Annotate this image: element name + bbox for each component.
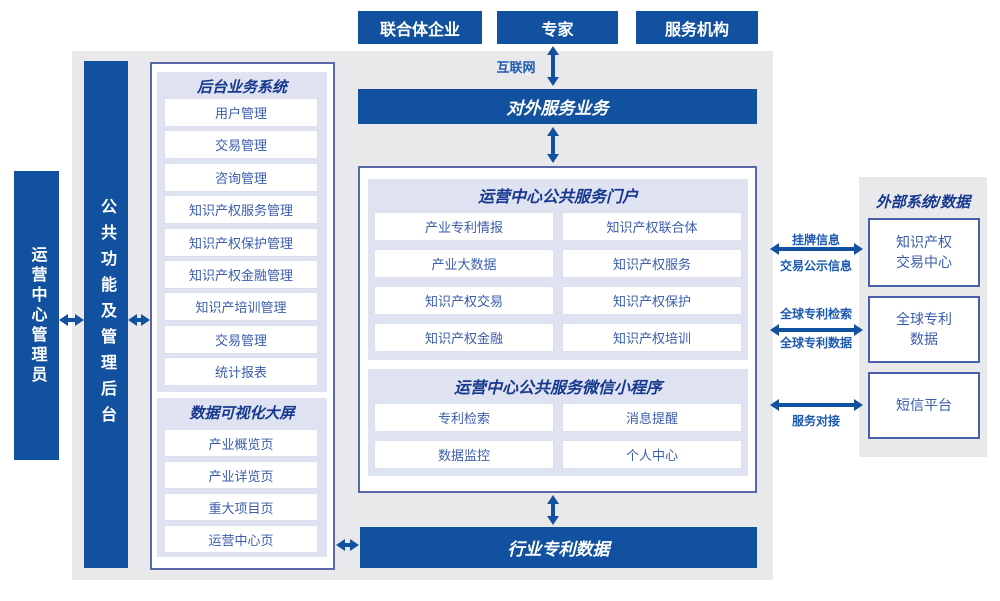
external-system-line: 全球专利: [896, 310, 952, 327]
portal-item: 知识产权联合体: [562, 212, 742, 241]
double-arrow-dashboard-data-icon: [345, 543, 350, 547]
actor-service-agency: 服务机构: [636, 11, 758, 44]
external-systems-title: 外部系统/数据: [875, 194, 971, 211]
portal-item: 知识产权培训: [562, 323, 742, 352]
backend-item: 交易管理: [164, 325, 318, 354]
miniprogram-item: 数据监控: [374, 440, 554, 469]
portal-item: 知识产权保护: [562, 286, 742, 315]
backend-item: 咨询管理: [164, 163, 318, 192]
external-system-line: 知识产权: [896, 233, 952, 250]
external-system-line: 数据: [910, 330, 938, 347]
industry-patent-data-banner: 行业专利数据: [360, 527, 757, 568]
link-label-listing-info: 挂牌信息: [791, 233, 840, 247]
portal-item: 知识产权服务: [562, 249, 742, 278]
dashboard-item: 产业详览页: [164, 461, 318, 489]
internet-label: 互联网: [496, 60, 536, 75]
actor-expert: 专家: [497, 11, 618, 44]
dashboard-item: 运营中心页: [164, 525, 318, 553]
link-label-global-patent-data: 全球专利数据: [779, 336, 852, 350]
portal-title: 运营中心公共服务门户: [477, 189, 638, 206]
double-arrow-admin-backend-icon: [68, 318, 75, 322]
double-arrow-portal-data-icon: [551, 504, 555, 516]
link-label-global-patent-search: 全球专利检索: [779, 307, 852, 321]
dashboard-item: 产业概览页: [164, 429, 318, 457]
backend-item: 统计报表: [164, 357, 318, 386]
miniprogram-item: 消息提醒: [562, 403, 742, 432]
portal-item: 知识产权交易: [374, 286, 554, 315]
double-arrow-global-patent-icon: [779, 328, 854, 332]
double-arrow-ip-trade-icon: [779, 247, 854, 251]
portal-item: 知识产权金融: [374, 323, 554, 352]
admin-bar: 运营中心管理员: [14, 171, 59, 460]
backend-system-title: 后台业务系统: [196, 79, 287, 96]
dashboard-item: 重大项目页: [164, 493, 318, 521]
external-system-line: 交易中心: [896, 253, 952, 270]
backend-item: 知识产培训管理: [164, 292, 318, 321]
backend-bar: 公共功能及管理后台: [84, 61, 128, 568]
backend-item: 知识产权保护管理: [164, 228, 318, 257]
backend-item: 知识产权金融管理: [164, 260, 318, 289]
external-service-banner: 对外服务业务: [358, 89, 757, 124]
miniprogram-title: 运营中心公共服务微信小程序: [453, 380, 662, 397]
miniprogram-item: 个人中心: [562, 440, 742, 469]
backend-item: 交易管理: [164, 130, 318, 159]
double-arrow-backend-box-icon: [137, 318, 141, 322]
portal-item: 产业专利情报: [374, 212, 554, 241]
miniprogram-item: 专利检索: [374, 403, 554, 432]
double-arrow-banner-portal-icon: [551, 136, 555, 154]
external-system-line: 短信平台: [896, 396, 952, 413]
double-arrow-sms-icon: [779, 403, 854, 407]
portal-item: 产业大数据: [374, 249, 554, 278]
backend-item: 知识产权服务管理: [164, 195, 318, 224]
link-label-trade-publicity: 交易公示信息: [779, 259, 852, 273]
external-system-sms-platform: 短信平台: [868, 372, 980, 439]
backend-item: 用户管理: [164, 98, 318, 127]
actor-consortium-enterprise: 联合体企业: [358, 11, 482, 44]
double-arrow-internet-icon: [551, 55, 555, 77]
link-label-service-connection: 服务对接: [791, 414, 840, 428]
external-system-ip-trade-center: 知识产权 交易中心: [868, 218, 980, 287]
dashboard-title: 数据可视化大屏: [189, 405, 295, 422]
external-system-global-patent-data: 全球专利 数据: [868, 296, 980, 363]
